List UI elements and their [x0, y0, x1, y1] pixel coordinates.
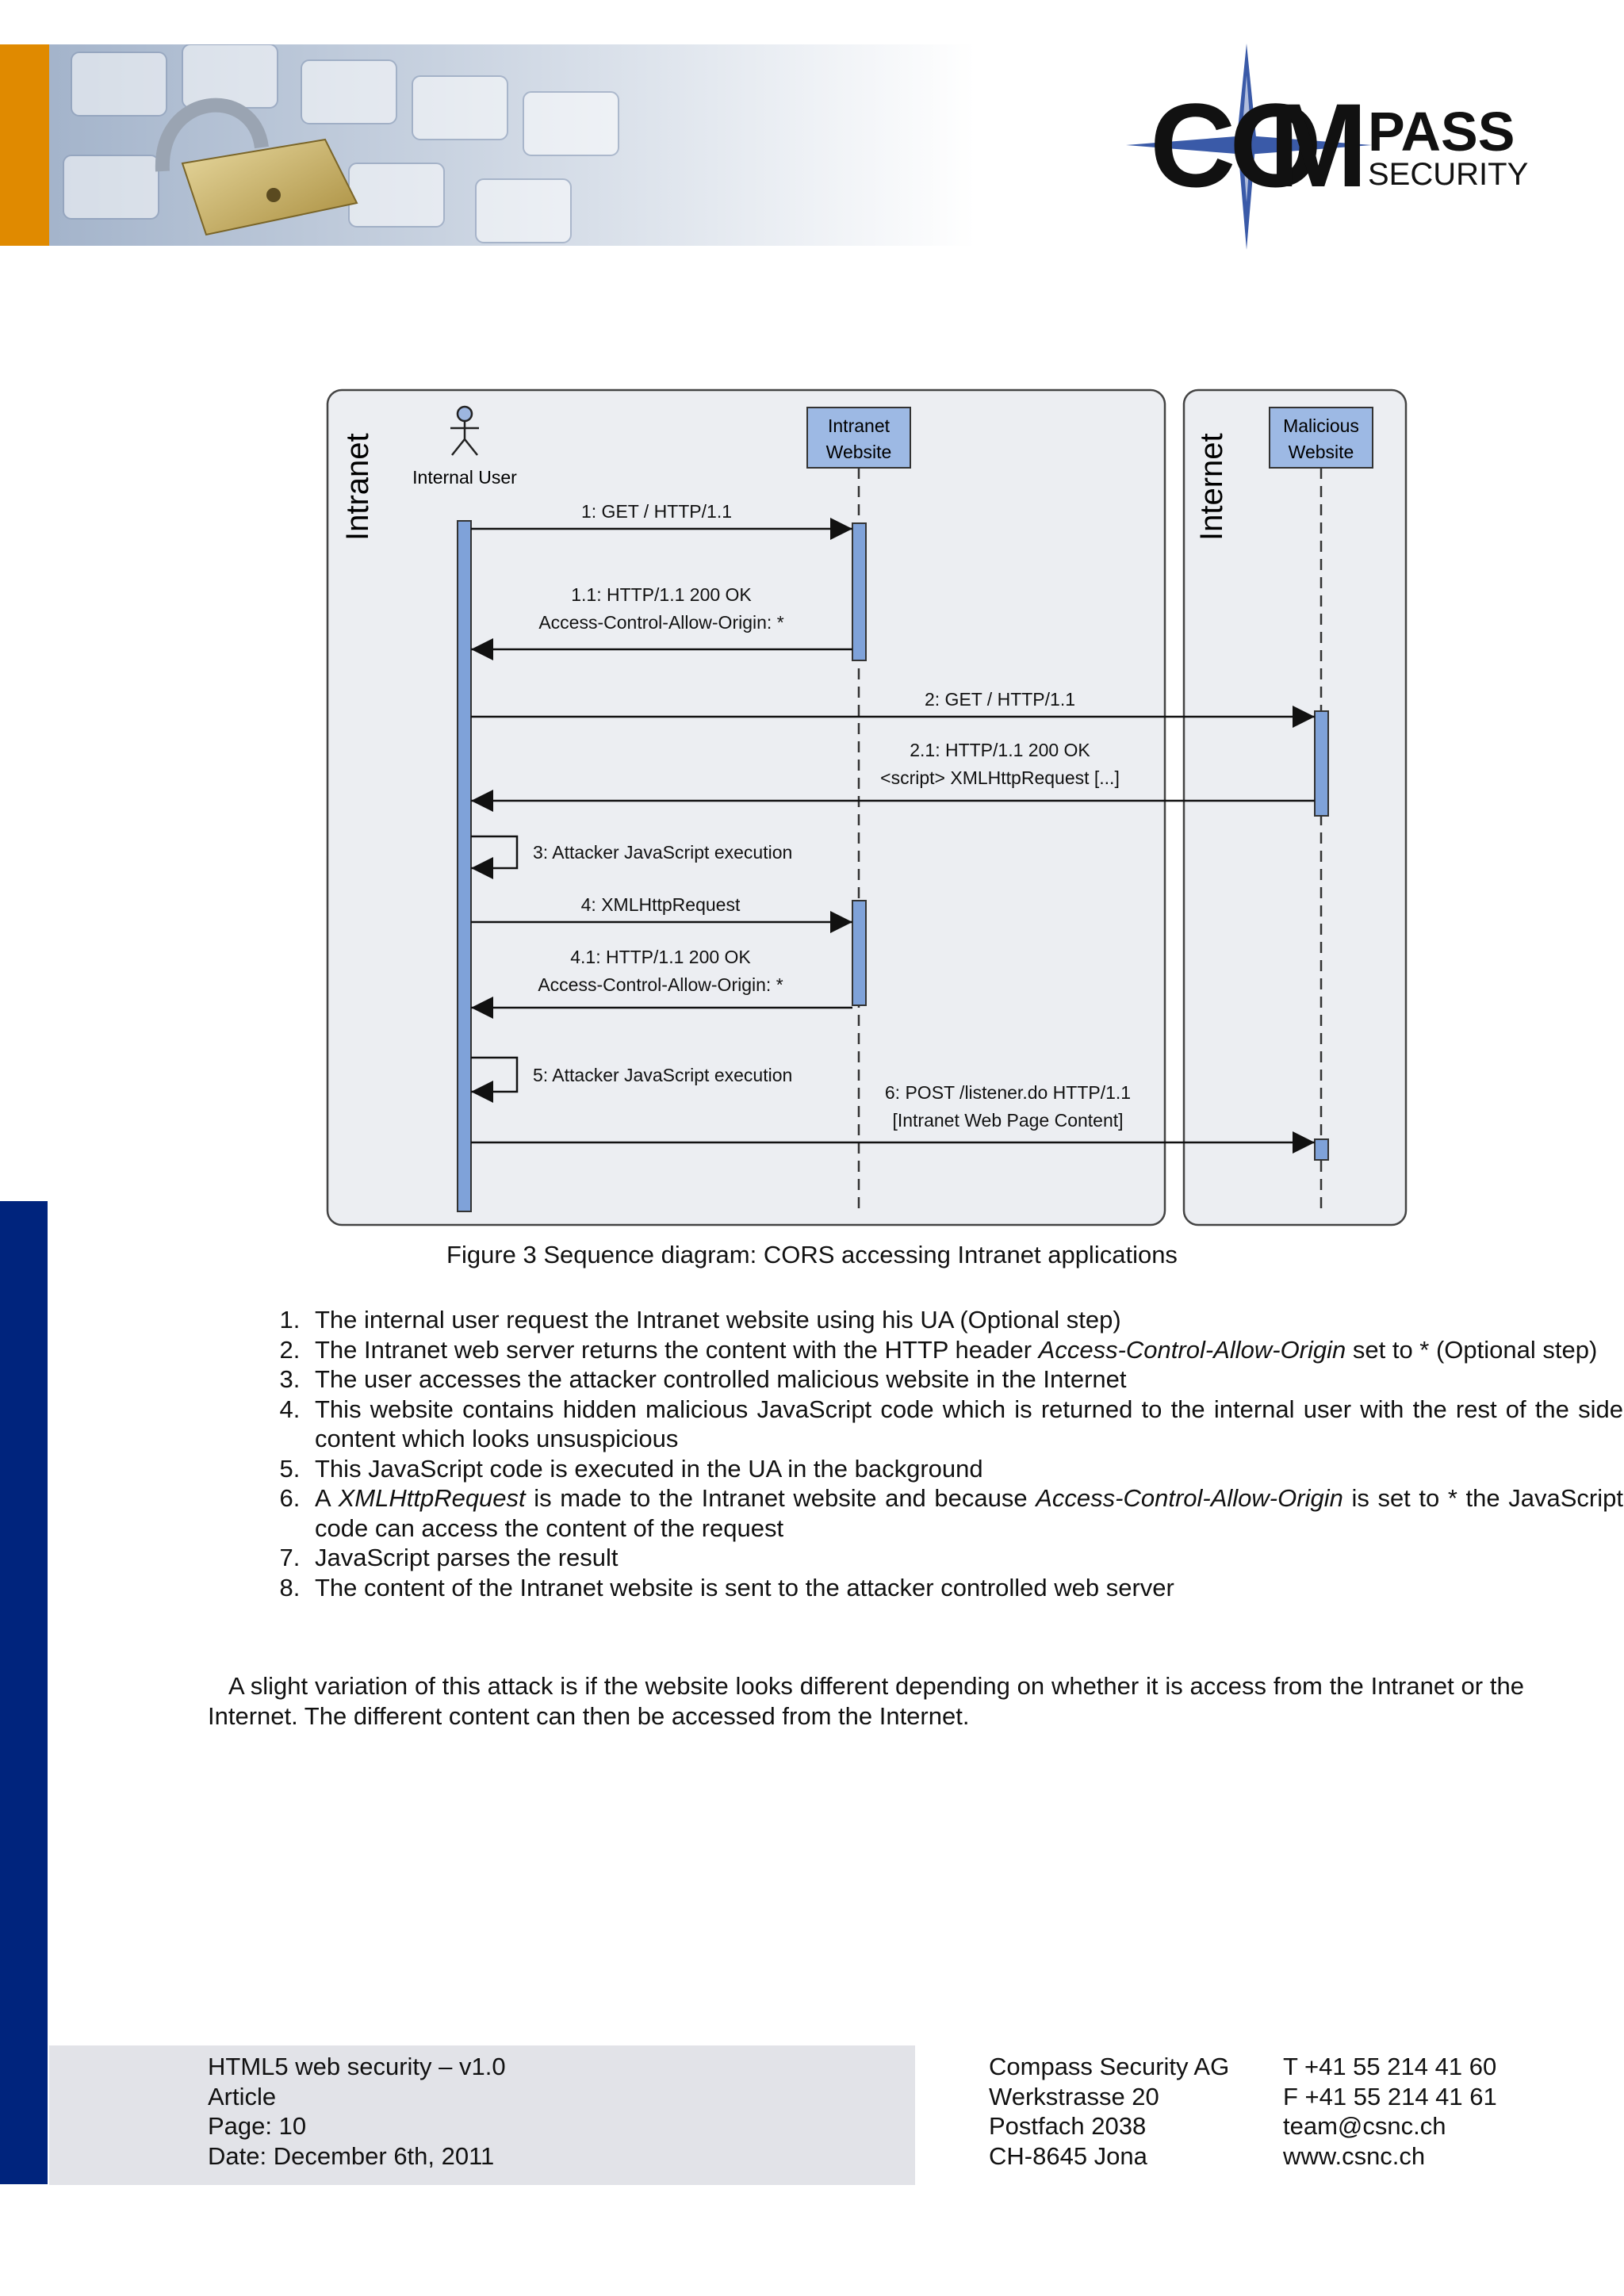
msg2-1-label-1: 2.1: HTTP/1.1 200 OK	[910, 740, 1090, 760]
header-banner-image	[0, 44, 975, 246]
svg-text:M: M	[1269, 78, 1362, 212]
malicious-website-label-1: Malicious	[1283, 415, 1359, 436]
footer-doc-type: Article	[208, 2082, 277, 2110]
intranet-zone-label: Intranet	[340, 433, 375, 541]
step-item-5: This JavaScript code is executed in the …	[307, 1454, 1623, 1484]
svg-text:SECURITY: SECURITY	[1368, 157, 1528, 192]
internal-user-label: Internal User	[412, 467, 517, 488]
intranet-zone	[326, 388, 1166, 1226]
footer-street: Werkstrasse 20	[989, 2082, 1159, 2110]
footer-email[interactable]: team@csnc.ch	[1283, 2112, 1446, 2140]
step-text: JavaScript parses the result	[315, 1544, 619, 1571]
malicious-activation-1	[1314, 710, 1329, 817]
msg6-label-1: 6: POST /listener.do HTTP/1.1	[885, 1082, 1131, 1103]
steps-list: The internal user request the Intranet w…	[208, 1305, 1623, 1602]
step-item-4: This website contains hidden malicious J…	[307, 1395, 1623, 1454]
step-item-6: A XMLHttpRequest is made to the Intranet…	[307, 1483, 1623, 1543]
step-text: The Intranet web server returns the cont…	[315, 1335, 1039, 1364]
step-item-7: JavaScript parses the result	[307, 1543, 1623, 1573]
msg4-label: 4: XMLHttpRequest	[581, 894, 741, 915]
step-text: is set to * the JavaScript code can acce…	[315, 1484, 1623, 1542]
footer-document-info: HTML5 web security – v1.0 Article Page: …	[208, 2052, 506, 2171]
msg2-1-label-2: <script> XMLHttpRequest [...]	[880, 767, 1120, 788]
malicious-website-label-2: Website	[1289, 442, 1354, 462]
internet-zone-label: Internet	[1194, 433, 1229, 541]
footer-website[interactable]: www.csnc.ch	[1283, 2141, 1426, 2170]
msg1-label: 1: GET / HTTP/1.1	[581, 501, 732, 522]
msg2-label: 2: GET / HTTP/1.1	[925, 689, 1075, 710]
step-text: set to * (Optional step)	[1346, 1335, 1598, 1364]
blue-side-bar	[0, 1201, 48, 2184]
step-text: This website contains hidden malicious J…	[315, 1395, 1623, 1453]
msg1-1-label-2: Access-Control-Allow-Origin: *	[538, 612, 783, 633]
compass-security-logo: CO M PASS SECURITY	[1110, 44, 1554, 250]
msg3-label: 3: Attacker JavaScript execution	[533, 842, 792, 863]
footer-doc-title: HTML5 web security – v1.0	[208, 2053, 506, 2080]
step-item-8: The content of the Intranet website is s…	[307, 1573, 1623, 1603]
footer-pobox: Postfach 2038	[989, 2112, 1147, 2140]
orange-side-bar	[0, 44, 49, 246]
intranet-activation-1	[852, 522, 867, 661]
footer-date: Date: December 6th, 2011	[208, 2141, 495, 2170]
footer-address: Compass Security AG Werkstrasse 20 Postf…	[989, 2052, 1229, 2171]
figure-caption: Figure 3 Sequence diagram: CORS accessin…	[446, 1241, 1178, 1269]
step-text: The content of the Intranet website is s…	[315, 1573, 1174, 1601]
step-text: XMLHttpRequest	[338, 1484, 526, 1512]
step-text: This JavaScript code is executed in the …	[315, 1454, 983, 1483]
footer-phone: T +41 55 214 41 60	[1283, 2053, 1497, 2080]
msg6-label-2: [Intranet Web Page Content]	[892, 1110, 1123, 1131]
footer-panel	[49, 2045, 915, 2185]
footer-company: Compass Security AG	[989, 2053, 1230, 2080]
step-text: The user accesses the attacker controlle…	[315, 1365, 1127, 1393]
malicious-website-box	[1269, 407, 1373, 469]
msg4-1-label-1: 4.1: HTTP/1.1 200 OK	[570, 947, 751, 967]
footer-page: Page: 10	[208, 2112, 307, 2140]
step-item-3: The user accesses the attacker controlle…	[307, 1364, 1623, 1395]
sequence-diagram: Intranet Internet Internal User Intranet…	[326, 388, 1408, 1226]
msg5-arrow	[471, 1056, 519, 1103]
step-text: Access-Control-Allow-Origin	[1038, 1335, 1346, 1364]
footer-city: CH-8645 Jona	[989, 2141, 1147, 2170]
step-text: A	[315, 1484, 339, 1512]
intranet-website-label-1: Intranet	[828, 415, 891, 436]
malicious-activation-2	[1314, 1138, 1329, 1161]
msg1-1-label-1: 1.1: HTTP/1.1 200 OK	[571, 584, 752, 605]
footer-fax: F +41 55 214 41 61	[1283, 2082, 1497, 2110]
step-item-1: The internal user request the Intranet w…	[307, 1305, 1623, 1335]
intranet-website-label-2: Website	[826, 442, 892, 462]
msg3-arrow	[471, 835, 519, 879]
user-activation-bar	[457, 520, 472, 1212]
intranet-activation-2	[852, 900, 867, 1006]
msg5-label: 5: Attacker JavaScript execution	[533, 1065, 792, 1085]
step-text: is made to the Intranet website and beca…	[525, 1484, 1036, 1512]
internet-zone	[1182, 388, 1408, 1226]
step-text: Access-Control-Allow-Origin	[1036, 1484, 1343, 1512]
step-text: The internal user request the Intranet w…	[315, 1306, 1121, 1334]
footer-contact: T +41 55 214 41 60 F +41 55 214 41 61 te…	[1283, 2052, 1497, 2171]
msg4-1-label-2: Access-Control-Allow-Origin: *	[538, 974, 783, 995]
svg-text:PASS: PASS	[1368, 101, 1515, 163]
internal-user-actor-icon	[450, 405, 479, 456]
step-item-2: The Intranet web server returns the cont…	[307, 1335, 1623, 1365]
body-paragraph: A slight variation of this attack is if …	[208, 1672, 1524, 1730]
svg-text:CO: CO	[1150, 78, 1317, 212]
